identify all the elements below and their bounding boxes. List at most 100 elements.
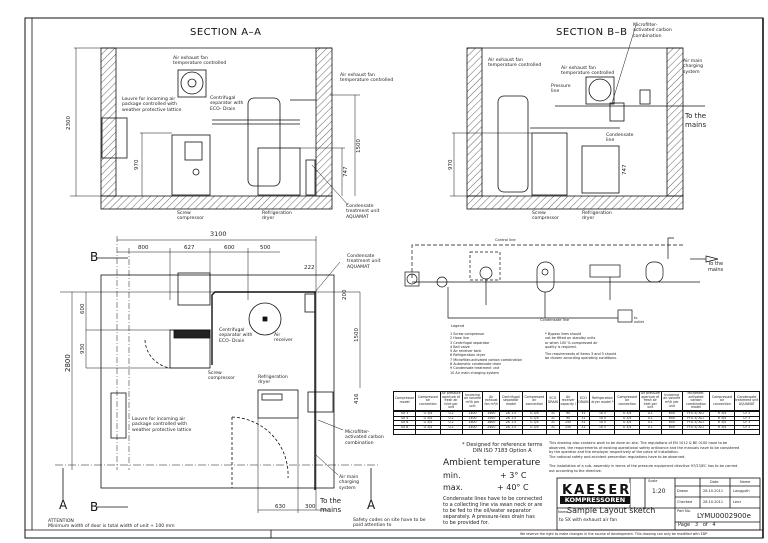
table-cell: 2400 bbox=[461, 424, 484, 431]
legend-item: 10 Air main charging system bbox=[450, 370, 499, 375]
table-cell bbox=[499, 429, 523, 435]
drawn-name: Langguth bbox=[733, 489, 750, 493]
table-cell bbox=[660, 429, 683, 435]
legend-item: 9 Condensate treatment unit bbox=[450, 366, 500, 371]
table-cell bbox=[415, 429, 441, 435]
section-a-a-title: SECTION A–A bbox=[190, 27, 262, 38]
table-cell bbox=[461, 429, 484, 435]
dim-200: 200 bbox=[342, 289, 348, 301]
column-header: Compressor model bbox=[392, 390, 417, 412]
table-cell: 2400 bbox=[482, 424, 501, 431]
table-cell: 0.2 bbox=[439, 424, 463, 431]
column-header: Compressed air connection bbox=[709, 390, 735, 412]
microfilter-label: Microfilter- activated carbon combinatio… bbox=[633, 23, 672, 39]
column-header: Condensate treatment unit AQUAMAT bbox=[733, 390, 761, 412]
mains-label: To the mains bbox=[685, 112, 707, 129]
ambient-title: Ambient temperature bbox=[443, 458, 541, 468]
table-cell bbox=[681, 429, 711, 435]
table-cell bbox=[589, 429, 616, 435]
table-cell bbox=[558, 429, 578, 435]
aquamat-label: Condensate treatment unit AQUAMAT bbox=[346, 204, 380, 220]
table-cell bbox=[709, 429, 735, 435]
legend-item: 3 Centrifugal separator bbox=[450, 340, 490, 345]
scale-value: 1:20 bbox=[652, 488, 666, 495]
table-cell: G 3/4 bbox=[521, 409, 548, 417]
column-header: Compressed air connection bbox=[415, 390, 441, 412]
checked-label: Checked bbox=[677, 500, 693, 504]
title-block-lines bbox=[556, 477, 761, 531]
dim-top: 627 bbox=[184, 245, 195, 251]
charging-label: Air main charging system bbox=[339, 475, 360, 491]
table-cell: G 3/4 bbox=[415, 424, 441, 431]
piping-schematic bbox=[404, 237, 719, 323]
mains-label: To the mains bbox=[320, 497, 342, 514]
requirements-note: The requirements of items 3 and 5 should… bbox=[545, 352, 618, 361]
dryer-label: Refrigeration dryer bbox=[582, 211, 612, 222]
dim-dryer: 747 bbox=[622, 164, 628, 176]
section-marker-a: A bbox=[367, 498, 376, 512]
table-cell: CF 3 bbox=[733, 409, 761, 417]
column-header: ECO DRAIN bbox=[546, 390, 560, 412]
dim-top: 800 bbox=[138, 245, 149, 251]
dim-depth: 2800 bbox=[64, 354, 72, 372]
table-cell: 1400 bbox=[482, 409, 501, 417]
column-header: Refrigeration dryer model * bbox=[589, 390, 616, 412]
dim-600: 600 bbox=[80, 303, 86, 315]
max-value: + 40° C bbox=[497, 483, 529, 492]
logo-wordmark: KAESER bbox=[562, 483, 632, 498]
table-cell: 31 bbox=[546, 424, 560, 431]
column-header: Compressed air connection bbox=[614, 390, 640, 412]
min-value: + 3° C bbox=[500, 471, 527, 480]
pressure-line-label: Pressure line bbox=[551, 84, 571, 95]
dim-930: 930 bbox=[80, 343, 86, 355]
compressor-label: Screw compressor bbox=[208, 371, 235, 382]
outlet-label: to outlet bbox=[634, 316, 644, 324]
dim-416: 416 bbox=[354, 393, 360, 405]
fan-label: Air exhaust fan temperature controlled bbox=[488, 58, 542, 69]
mains-label: To the mains bbox=[708, 261, 724, 273]
table-cell: 1400 bbox=[461, 409, 484, 417]
microfilter-label: Microfilter- activated carbon combinatio… bbox=[345, 430, 384, 446]
legend-item: 7 Microfilter-activated carbon combinati… bbox=[450, 357, 523, 362]
attention-note: ATTENTION Minimum width of door is total… bbox=[48, 519, 175, 530]
table-cell: G 3/4 bbox=[521, 424, 548, 431]
section-marker-b: B bbox=[90, 250, 99, 264]
condensate-line-label: Condensate line bbox=[540, 318, 570, 322]
bypass-note: * Bypass lines should not be fitted on s… bbox=[545, 332, 598, 349]
compressor-label: Screw compressor bbox=[177, 211, 204, 222]
dim-dryer: 747 bbox=[343, 166, 349, 178]
part-no: LYMU0002900e bbox=[697, 512, 751, 520]
drawn-label: Drawn bbox=[677, 489, 689, 493]
table-cell bbox=[576, 429, 591, 435]
dim-1500: 1500 bbox=[354, 328, 360, 342]
dim-222: 222 bbox=[304, 265, 315, 271]
legend-item: 1 Screw compressor bbox=[450, 332, 485, 336]
table-cell bbox=[392, 429, 417, 435]
fan-label: Air exhaust fan temperature controlled bbox=[340, 73, 394, 84]
dim-630: 630 bbox=[275, 504, 286, 510]
table-cell bbox=[482, 429, 501, 435]
table-cell: G 3/4 bbox=[415, 409, 441, 417]
table-cell bbox=[439, 429, 463, 435]
column-header: Microfilter-activated carbon combination… bbox=[681, 390, 711, 412]
table-cell bbox=[733, 429, 761, 435]
table-row-empty bbox=[392, 429, 761, 435]
column-header: Air pressure aperture of fresh air inlet… bbox=[638, 390, 662, 412]
logo-subline: KOMPRESSOREN bbox=[560, 496, 630, 504]
name-prefix: Name bbox=[558, 510, 569, 514]
table-cell: 650 bbox=[660, 409, 683, 417]
section-b-b-drawing bbox=[450, 24, 705, 210]
fan-label: Air exhaust fan temperature controlled bbox=[561, 66, 615, 77]
drawing-subtitle: to SX with exhaust air fan bbox=[559, 518, 618, 523]
section-b-b-title: SECTION B–B bbox=[556, 27, 628, 38]
dim-top: 500 bbox=[260, 245, 271, 251]
disclaimer: We reserve the right to make changes in … bbox=[520, 532, 708, 536]
column-header: Centrifugal separator model bbox=[499, 390, 523, 412]
control-line-label: Control line bbox=[495, 238, 516, 242]
column-header: Incoming air volume m³/h per unit bbox=[461, 390, 484, 412]
column-header: Compressed air connection bbox=[521, 390, 548, 412]
compressor-label: Screw compressor bbox=[532, 211, 559, 222]
table-cell: 0.1 bbox=[638, 424, 662, 431]
dim-compressor: 970 bbox=[134, 159, 140, 171]
